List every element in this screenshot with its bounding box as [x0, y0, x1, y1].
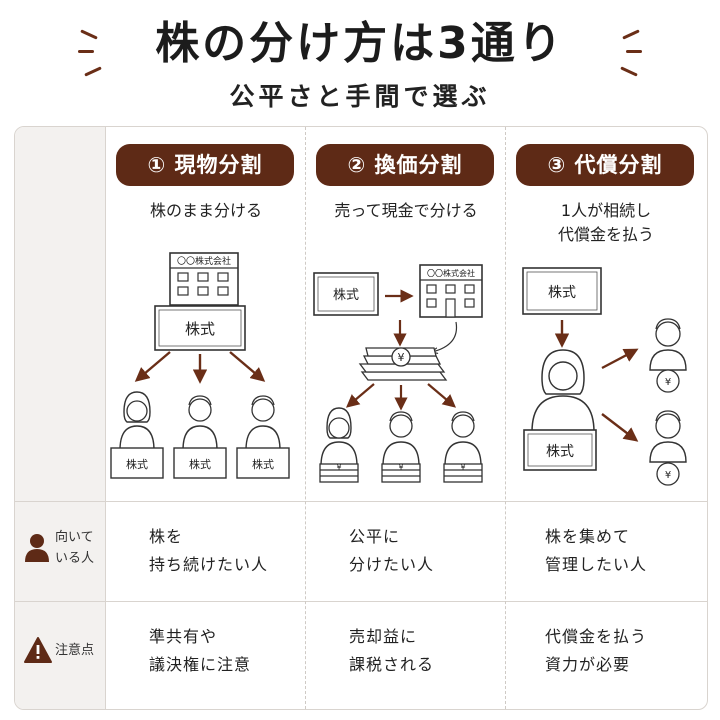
column-divider-0 — [105, 127, 106, 709]
suited-cell-3: 株を集めて 管理したい人 — [545, 527, 648, 574]
suited-cell-2: 公平に 分けたい人 — [349, 527, 435, 574]
recipient-yen-2: ¥ — [665, 470, 671, 481]
caution-cell-3: 代償金を払う 資力が必要 — [545, 627, 648, 674]
recipient-man-1 — [649, 318, 687, 393]
heir-woman-2 — [320, 407, 358, 467]
stock-label-3: 株式 — [548, 285, 576, 301]
stock-certificate-2 — [313, 272, 379, 316]
page-subtitle: 公平さと手間で選ぶ — [229, 82, 491, 111]
title-deco-left-2 — [78, 50, 94, 53]
method-badge-2: ② 換価分割 — [316, 144, 494, 186]
heir-stock-certificates — [110, 447, 290, 479]
suited-cell-1: 株を 持ち続けたい人 — [149, 527, 269, 574]
heir-cash-yen-1: ¥ — [336, 463, 341, 472]
stock-label-1: 株式 — [185, 320, 215, 338]
page-title: 株の分け方は3通り — [155, 18, 565, 69]
title-deco-right-2 — [626, 50, 642, 53]
person-icon — [25, 534, 49, 562]
company-building-2 — [419, 264, 483, 318]
warning-icon — [24, 637, 52, 663]
payment-arrow-top — [601, 348, 639, 370]
heir-stock-label-3: 株式 — [252, 457, 274, 471]
heir-woman-1 — [119, 391, 155, 451]
heir-man-2a — [382, 411, 420, 467]
money-stack-yen: ¥ — [398, 351, 405, 364]
method-description-2: 売って現金で分ける — [334, 201, 478, 220]
money-stack — [358, 347, 448, 381]
row-divider-1 — [15, 501, 707, 502]
row-label-caution: 注意点 — [55, 643, 95, 658]
split-arrow-left-1 — [134, 351, 171, 382]
column-divider-2 — [505, 127, 506, 709]
curved-return-arrow — [432, 321, 458, 352]
row-header-column — [15, 127, 105, 709]
holder-woman — [531, 349, 595, 433]
heir-stock-label-1: 株式 — [126, 457, 148, 471]
caution-cell-1: 準共有や 議決権に注意 — [149, 627, 252, 674]
row-divider-2 — [15, 601, 707, 602]
stock-certificate-3 — [522, 267, 602, 315]
company-label-2: 〇〇株式会社 — [427, 268, 475, 278]
holder-stock-certificate — [523, 429, 597, 471]
company-label-1: 〇〇株式会社 — [177, 255, 231, 267]
payment-arrow-bottom — [601, 413, 639, 442]
method-badge-3: ③ 代償分割 — [516, 144, 694, 186]
heir-man-1a — [182, 395, 218, 451]
holder-stock-label: 株式 — [546, 444, 574, 460]
heir-stock-label-2: 株式 — [189, 457, 211, 471]
cash-split-left — [345, 383, 375, 408]
method-badge-1: ① 現物分割 — [116, 144, 294, 186]
heir-cash-yen-3: ¥ — [460, 463, 465, 472]
recipient-yen-1: ¥ — [665, 377, 671, 388]
method-description-3: 1人が相続し 代償金を払う — [557, 201, 654, 244]
caution-cell-2: 売却益に 課税される — [349, 627, 435, 674]
heir-cash-yen-2: ¥ — [398, 463, 403, 472]
method-description-1: 株のまま分ける — [149, 201, 262, 220]
company-building-1 — [169, 252, 239, 306]
recipient-man-2 — [649, 410, 687, 486]
stock-label-2: 株式 — [333, 288, 359, 303]
heir-man-1b — [245, 395, 281, 451]
heir-man-2b — [444, 411, 482, 467]
heir-cash-bundles — [319, 463, 483, 483]
cash-split-right — [427, 383, 457, 408]
stock-certificate-1 — [154, 305, 246, 351]
row-label-suited: 向いて いる人 — [55, 530, 95, 566]
column-divider-1 — [305, 127, 306, 709]
split-arrow-right-1 — [229, 351, 266, 382]
